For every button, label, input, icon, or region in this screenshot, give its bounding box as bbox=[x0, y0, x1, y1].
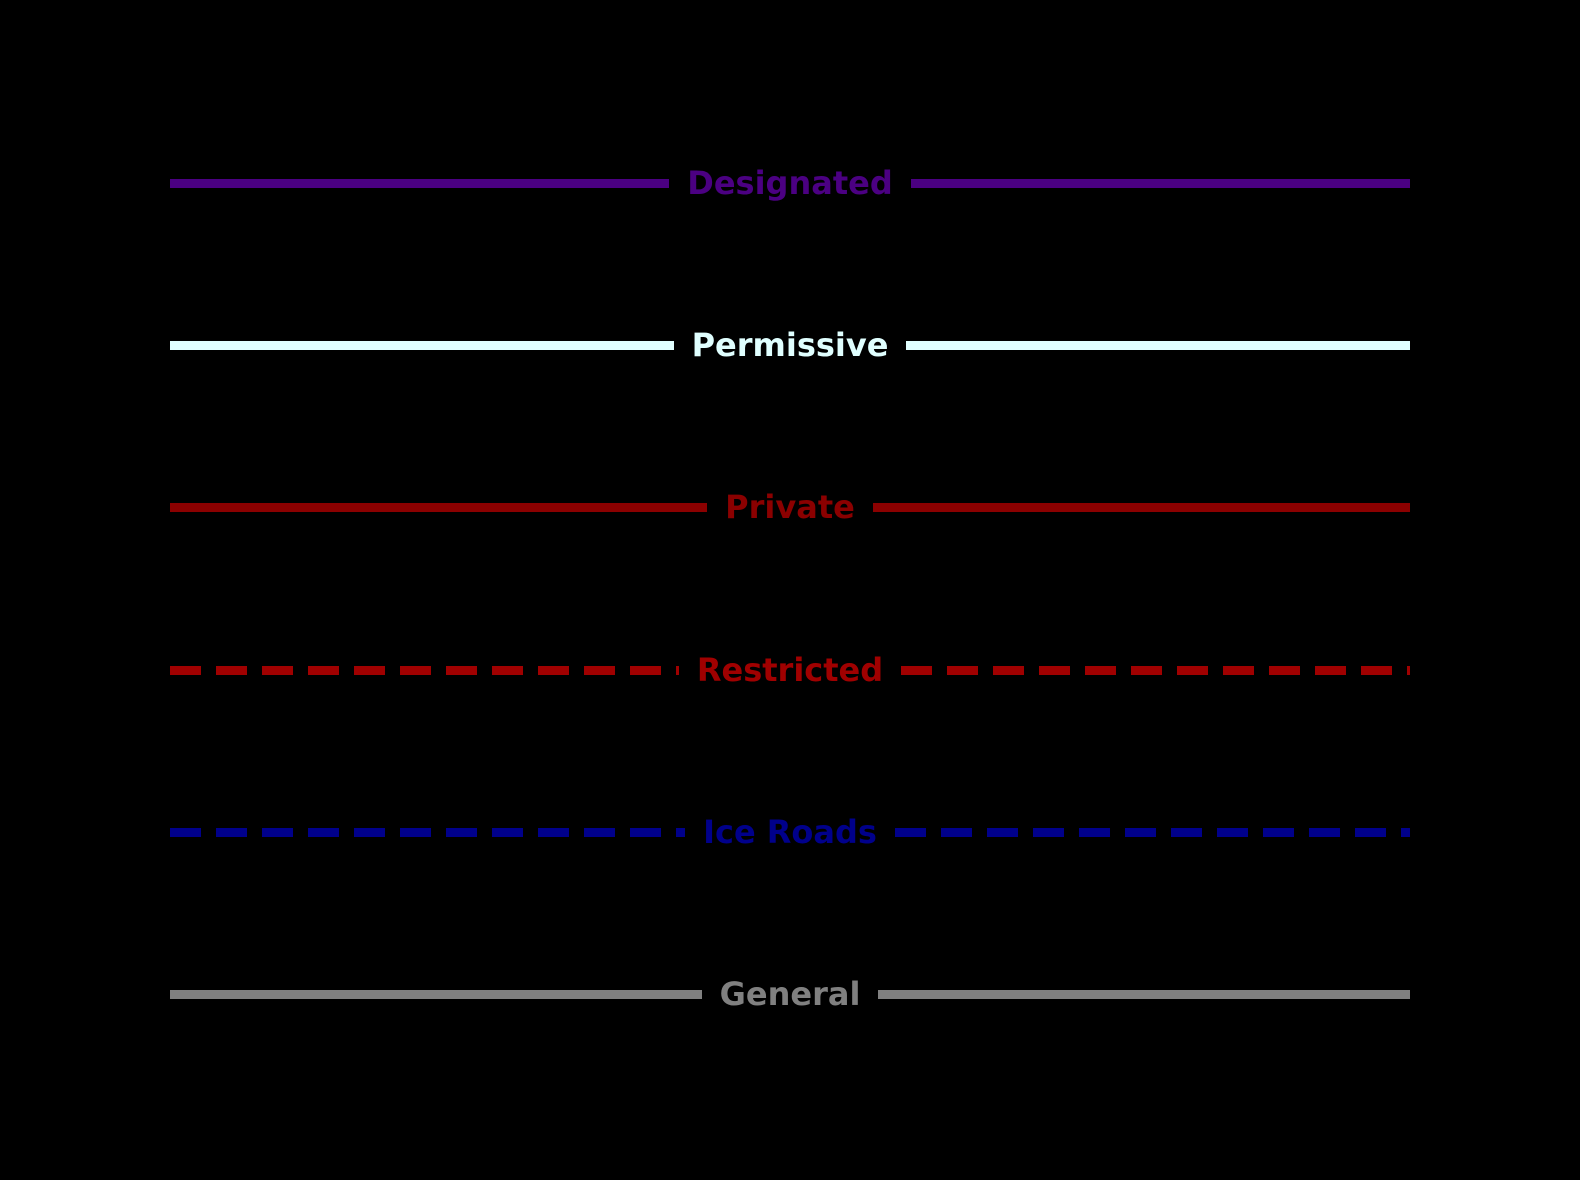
legend-item-label: Restricted bbox=[696, 651, 884, 689]
legend-item-label: Permissive bbox=[691, 326, 889, 364]
legend-line-right bbox=[906, 340, 1410, 350]
legend-line-left bbox=[170, 502, 708, 512]
legend-line-left bbox=[170, 827, 686, 837]
legend-line-left bbox=[170, 665, 679, 675]
legend-item-label: General bbox=[719, 975, 861, 1013]
legend-item-restricted: Restricted bbox=[170, 654, 1410, 686]
legend-line-right bbox=[910, 178, 1410, 188]
legend-item-ice-roads: Ice Roads bbox=[170, 813, 1411, 851]
legend-item-permissive: Permissive bbox=[170, 329, 1410, 361]
legend-item-label: Designated bbox=[687, 164, 893, 202]
legend-item-label: Ice Roads bbox=[703, 813, 877, 851]
legend-item-private: Private bbox=[170, 491, 1410, 523]
legend-item-label: Private bbox=[725, 488, 855, 526]
legend-line-left bbox=[170, 989, 702, 999]
legend-item-general: General bbox=[170, 975, 1411, 1013]
legend-line-right bbox=[901, 665, 1410, 675]
legend-item-designated: Designated bbox=[170, 167, 1410, 199]
legend-line-left bbox=[170, 178, 670, 188]
legend-line-right bbox=[872, 502, 1410, 512]
legend-line-left bbox=[170, 340, 674, 350]
legend-line-right bbox=[894, 827, 1411, 837]
legend-line-right bbox=[878, 989, 1411, 999]
